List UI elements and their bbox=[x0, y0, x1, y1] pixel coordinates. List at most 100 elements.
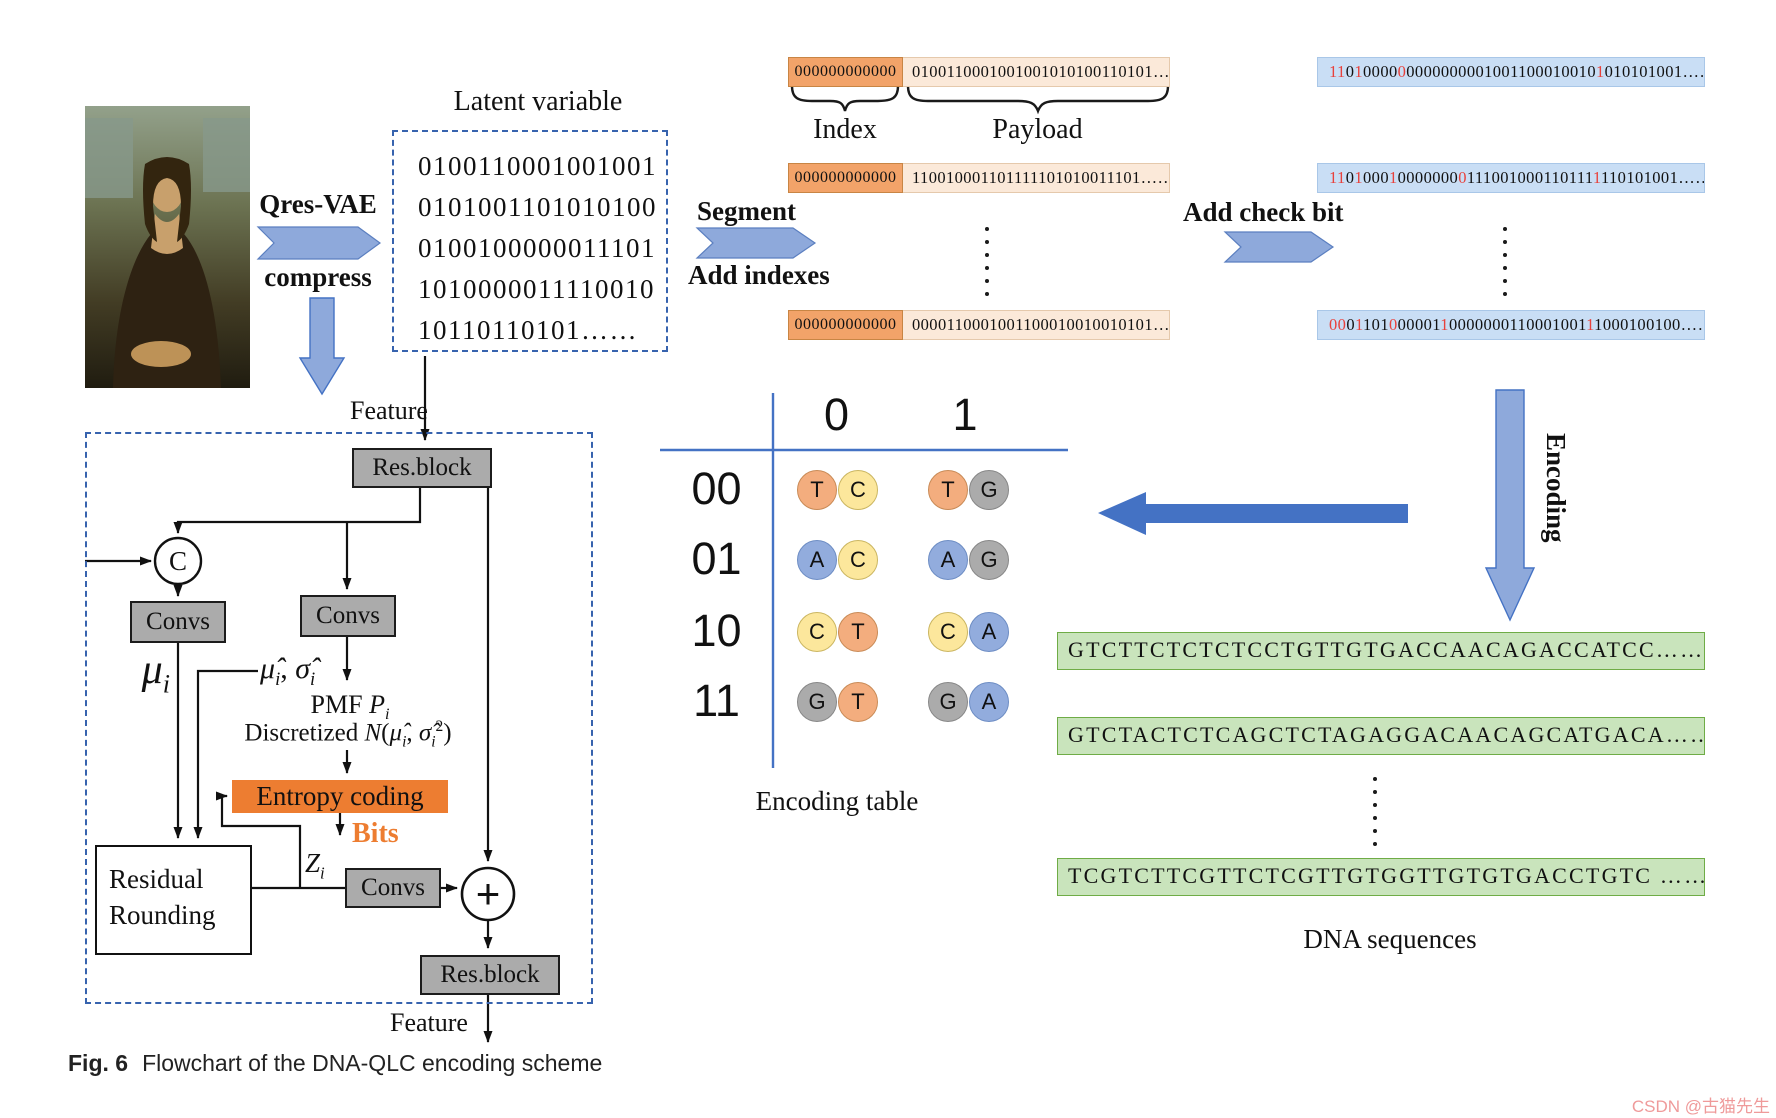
sum-node-circle bbox=[460, 866, 516, 922]
qres-vae-label: Qres-VAE bbox=[259, 189, 377, 219]
payload-brace bbox=[906, 85, 1170, 115]
base-circle: C bbox=[797, 612, 837, 652]
base-circle: G bbox=[797, 682, 837, 722]
concat-node-circle bbox=[153, 536, 203, 586]
base-circle: C bbox=[928, 612, 968, 652]
dna-sequence-row: TCGTCTTCGTTCTCGTTGTGGTTGTGTGACCTGTC …… bbox=[1057, 858, 1705, 896]
compress-label: compress bbox=[264, 262, 372, 292]
base-circle: G bbox=[969, 540, 1009, 580]
convs-left-label: Convs bbox=[146, 608, 210, 635]
mu-sigma-label: μ̂i, σ̂i bbox=[260, 652, 316, 690]
encoding-table-caption: Encoding table bbox=[755, 786, 919, 816]
base-circle: A bbox=[969, 612, 1009, 652]
sum-node-label: + bbox=[475, 870, 501, 917]
base-circle: A bbox=[797, 540, 837, 580]
base-circle: A bbox=[928, 540, 968, 580]
residual-rounding-box: Residual Rounding bbox=[95, 845, 252, 955]
segment-row: 000000000000 110010001101111101010011101… bbox=[788, 163, 1170, 193]
pmf-label: PMF Pi bbox=[310, 690, 390, 724]
convs-mid-label: Convs bbox=[316, 602, 380, 629]
res-block-top-label: Res.block bbox=[372, 454, 472, 481]
segment-index: 000000000000 bbox=[788, 163, 903, 193]
segment-row: 000000000000 000011000100110001001001010… bbox=[788, 310, 1170, 340]
figure-caption-text: Flowchart of the DNA-QLC encoding scheme bbox=[142, 1050, 603, 1076]
figure-caption-number: Fig. 6 bbox=[68, 1050, 129, 1076]
base-circle: T bbox=[797, 470, 837, 510]
segment-payload: 110010001101111101010011101…… bbox=[903, 163, 1170, 193]
figure-caption: Fig. 6 Flowchart of the DNA-QLC encoding … bbox=[68, 1050, 602, 1077]
base-circle: T bbox=[838, 682, 878, 722]
table-row-label: 10 bbox=[691, 605, 742, 656]
latent-line: 1010000011110010 bbox=[418, 274, 655, 304]
flowchart-box bbox=[85, 432, 593, 1004]
res-block-bottom: Res.block bbox=[420, 955, 560, 995]
convs-mid-box: Convs bbox=[300, 595, 396, 637]
convs-bottom-box: Convs bbox=[345, 868, 441, 908]
dna-sequences-label: DNA sequences bbox=[1303, 924, 1477, 954]
table-row-label: 11 bbox=[693, 675, 740, 726]
segment-ellipsis-dots bbox=[985, 222, 989, 300]
base-circle: G bbox=[928, 682, 968, 722]
table-col-header-1: 1 bbox=[952, 389, 978, 440]
segment-payload: 0000110001001100010010010101…… bbox=[903, 310, 1170, 340]
res-block-bottom-label: Res.block bbox=[440, 961, 540, 988]
encoding-down-arrow bbox=[1484, 389, 1536, 622]
add-check-bit-label: Add check bit bbox=[1183, 197, 1344, 227]
index-brace bbox=[790, 85, 900, 112]
segment-payload: 0100110001001001010100110101…… bbox=[903, 57, 1170, 87]
mona-lisa-image bbox=[85, 106, 250, 388]
dna-ellipsis-dots bbox=[1373, 772, 1377, 850]
convs-left-box: Convs bbox=[130, 601, 226, 643]
segment-row: 000000000000 010011000100100101010011010… bbox=[788, 57, 1170, 87]
encoding-label: Encoding bbox=[1541, 433, 1571, 543]
compress-down-arrow bbox=[298, 297, 346, 396]
entropy-coding-box: Entropy coding bbox=[232, 780, 448, 813]
base-circle: A bbox=[969, 682, 1009, 722]
checkbit-row: 0001101000001100000001100010011100010010… bbox=[1317, 310, 1705, 340]
add-indexes-label: Add indexes bbox=[688, 260, 830, 290]
segment-label: Segment bbox=[697, 196, 796, 226]
entropy-coding-label: Entropy coding bbox=[256, 781, 424, 811]
segment-index: 000000000000 bbox=[788, 57, 903, 87]
checkbit-row: 1101000000000000001001100010010101010100… bbox=[1317, 57, 1705, 87]
table-col-header-0: 0 bbox=[823, 389, 850, 440]
bits-label: Bits bbox=[352, 818, 399, 849]
checkbit-ellipsis-dots bbox=[1503, 222, 1507, 300]
segment-arrow bbox=[695, 227, 817, 259]
base-circle: T bbox=[838, 612, 878, 652]
index-label: Index bbox=[813, 114, 877, 145]
res-block-top: Res.block bbox=[352, 448, 492, 488]
table-row-label: 00 bbox=[691, 463, 742, 514]
base-circle: C bbox=[838, 540, 878, 580]
residual-label-line1: Residual bbox=[109, 864, 204, 894]
discretized-label: Discretized N(μ̂i, σ̂i2) bbox=[244, 718, 452, 751]
base-circle: T bbox=[928, 470, 968, 510]
base-circle: C bbox=[838, 470, 878, 510]
convs-bottom-label: Convs bbox=[361, 874, 425, 901]
payload-label: Payload bbox=[992, 114, 1083, 145]
latent-variable-box: 0100110001001001 0101001101010100 010010… bbox=[392, 130, 668, 352]
feature-bottom-label: Feature bbox=[390, 1008, 468, 1037]
z-label: Zi bbox=[305, 848, 325, 883]
checkbit-row: 1101000100000000111001000110111111010100… bbox=[1317, 163, 1705, 193]
latent-line: 0100110001001001 bbox=[418, 151, 657, 181]
latent-line: 10110110101…… bbox=[418, 315, 638, 345]
watermark: CSDN @古猫先生 bbox=[1631, 1097, 1770, 1116]
table-row-label: 01 bbox=[691, 533, 742, 584]
dna-sequence-row: GTCTTCTCTCTCCTGTTGTGACCAACAGACCATCC…… bbox=[1057, 632, 1705, 670]
latent-line: 0101001101010100 bbox=[418, 192, 657, 222]
segment-index: 000000000000 bbox=[788, 310, 903, 340]
residual-label-line2: Rounding bbox=[109, 900, 216, 930]
latent-line: 0100100000011101 bbox=[418, 233, 656, 263]
